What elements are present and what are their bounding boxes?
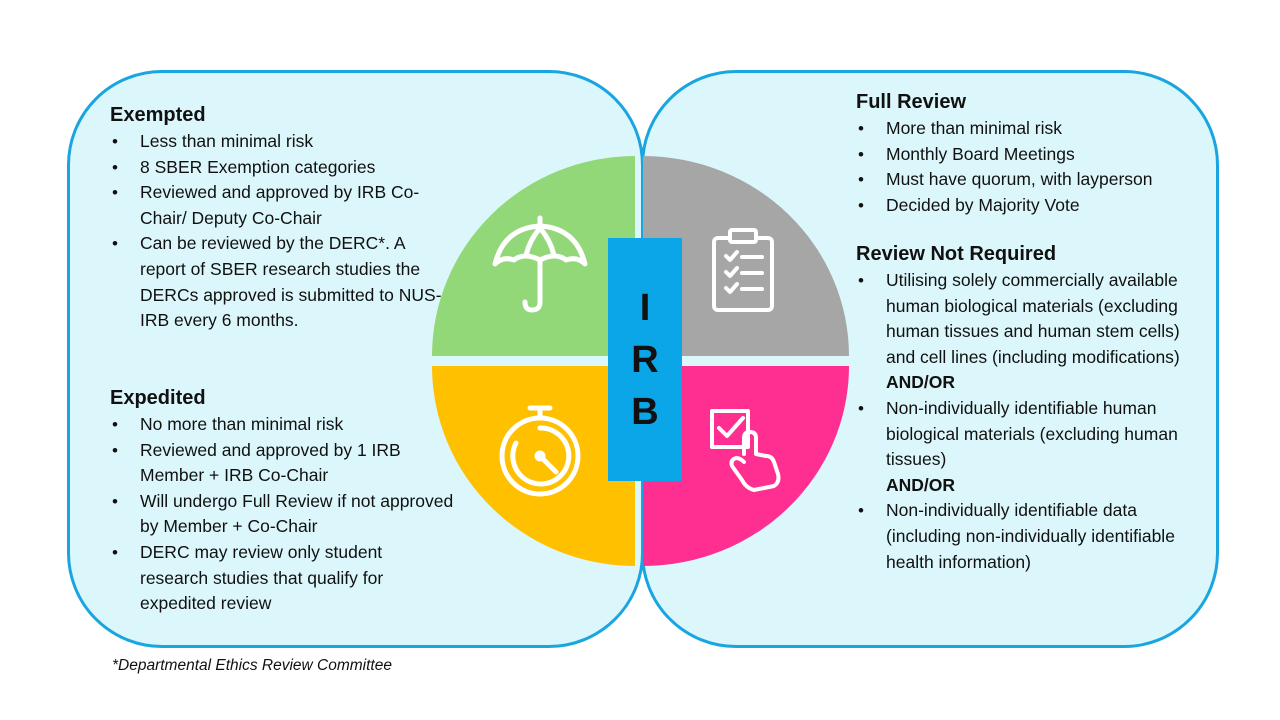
stopwatch-icon: [499, 405, 581, 497]
expedited-section: Expedited No more than minimal risk Revi…: [110, 386, 455, 617]
exempted-section: Exempted Less than minimal risk 8 SBER E…: [110, 103, 455, 334]
full-review-section: Full Review More than minimal risk Month…: [856, 90, 1216, 218]
exempted-title: Exempted: [110, 104, 206, 126]
checkbox-hand-icon: [710, 409, 781, 492]
quadrant-expedited: [432, 366, 635, 566]
list-item: Less than minimal risk: [110, 129, 455, 155]
list-item: Utilising solely commercially available …: [856, 268, 1196, 370]
and-or-connector: AND/OR: [886, 474, 956, 495]
expedited-title: Expedited: [110, 387, 206, 409]
irb-letter-b: B: [631, 390, 659, 433]
list-item: Reviewed and approved by IRB Co-Chair/ D…: [110, 180, 455, 231]
exempted-list: Less than minimal risk 8 SBER Exemption …: [110, 129, 455, 334]
review-not-required-list-3: Non-individually identifiable data (incl…: [856, 498, 1196, 575]
list-item: Non-individually identifiable human biol…: [856, 396, 1196, 473]
list-item: More than minimal risk: [856, 116, 1216, 142]
list-item: DERC may review only student research st…: [110, 540, 455, 617]
irb-quadrant-diagram: [432, 156, 849, 566]
quadrant-not-required: [643, 366, 849, 566]
list-item: No more than minimal risk: [110, 412, 455, 438]
full-review-list: More than minimal risk Monthly Board Mee…: [856, 116, 1216, 218]
umbrella-icon: [492, 215, 588, 313]
review-not-required-list-2: Non-individually identifiable human biol…: [856, 396, 1196, 473]
and-or-connector: AND/OR: [886, 372, 956, 393]
review-not-required-section: Review Not Required Utilising solely com…: [856, 242, 1196, 575]
list-item: Will undergo Full Review if not approved…: [110, 489, 455, 540]
list-item: 8 SBER Exemption categories: [110, 155, 455, 181]
footnote: *Departmental Ethics Review Committee: [112, 657, 392, 674]
list-item: Non-individually identifiable data (incl…: [856, 498, 1196, 575]
list-item: Can be reviewed by the DERC*. A report o…: [110, 231, 455, 333]
full-review-title: Full Review: [856, 91, 967, 113]
clipboard-checklist-icon: [712, 228, 774, 312]
list-item: Monthly Board Meetings: [856, 142, 1216, 168]
irb-letter-i: I: [639, 286, 651, 329]
review-not-required-title: Review Not Required: [856, 243, 1057, 265]
irb-letter-r: R: [631, 338, 659, 381]
list-item: Must have quorum, with layperson: [856, 167, 1216, 193]
irb-label-bar: I R B: [608, 238, 682, 481]
list-item: Decided by Majority Vote: [856, 193, 1216, 219]
list-item: Reviewed and approved by 1 IRB Member + …: [110, 438, 455, 489]
expedited-list: No more than minimal risk Reviewed and a…: [110, 412, 455, 617]
review-not-required-list: Utilising solely commercially available …: [856, 268, 1196, 370]
